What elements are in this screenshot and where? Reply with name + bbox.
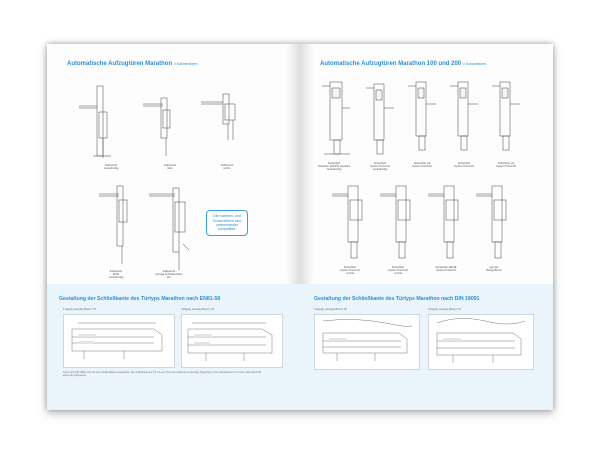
right-title-sub: // Schachttüren — [462, 62, 487, 66]
panel-label-r2: 2-flügelig, einseitig öffnend, TO — [428, 308, 461, 311]
drawing-shaft-door-9 — [472, 180, 518, 264]
closing-edge-band-left: Gestaltung der Schließkante des Türtyps … — [47, 284, 300, 410]
drawing-shaft-door-5 — [490, 78, 524, 156]
right-section-title: Automatische Aufzugtüren Marathon 100 un… — [320, 61, 486, 67]
closing-edge-panel-r2 — [428, 314, 534, 370]
band-title-en81: Gestaltung der Schließkante des Türtyps … — [59, 296, 221, 302]
drawing-shaft-door-7 — [376, 180, 422, 264]
right-page: Automatische Aufzugtüren Marathon 100 un… — [300, 44, 553, 410]
left-page: Automatische Aufzugtüren Marathon // Kab… — [47, 44, 300, 410]
panel-label-1: 1-flügelig, einseitig öffnend, TO — [63, 308, 96, 311]
drawing-cabin-door-right — [197, 92, 241, 164]
brochure-spread: Automatische Aufzugtüren Marathon // Kab… — [47, 44, 553, 410]
left-title-sub: // Kabinentüren — [173, 62, 198, 66]
left-title-text: Automatische Aufzugtüren Marathon — [67, 61, 173, 67]
band-title-din: Gestaltung der Schließkante des Türtyps … — [314, 296, 480, 302]
compatibility-callout: Die Kabinen- und Schachttüren sind unter… — [206, 210, 248, 236]
drawing-cabin-door-left — [139, 94, 179, 164]
right-title-text: Automatische Aufzugtüren Marathon 100 un… — [320, 61, 462, 67]
closing-edge-panel-1 — [63, 314, 175, 368]
drawing-cabin-door-en81 — [95, 184, 135, 268]
closing-edge-band-right: Gestaltung der Schließkante des Türtyps … — [300, 284, 553, 410]
drawing-shaft-door-8 — [424, 180, 470, 264]
closing-edge-panel-r1 — [314, 314, 420, 370]
panel-label-r1: 1-flügelig, einseitig öffnend, TO — [314, 308, 347, 311]
drawing-shaft-door-3 — [406, 78, 440, 156]
panel-label-2: 2-flügelig, einseitig öffnend, TO — [181, 308, 214, 311]
drawing-cabin-door-center — [75, 84, 115, 164]
closing-edge-panel-2 — [181, 314, 283, 368]
drawing-shaft-door-4 — [448, 78, 482, 156]
band-footnote: Türen nach DIN 18091 sind mit einer Hohl… — [63, 372, 262, 378]
left-section-title: Automatische Aufzugtüren Marathon // Kab… — [67, 61, 198, 67]
drawing-cabin-door-low-sill — [145, 184, 193, 274]
drawing-shaft-door-6 — [328, 180, 374, 264]
drawing-shaft-door-1 — [318, 78, 356, 160]
drawing-shaft-door-2 — [364, 80, 398, 160]
